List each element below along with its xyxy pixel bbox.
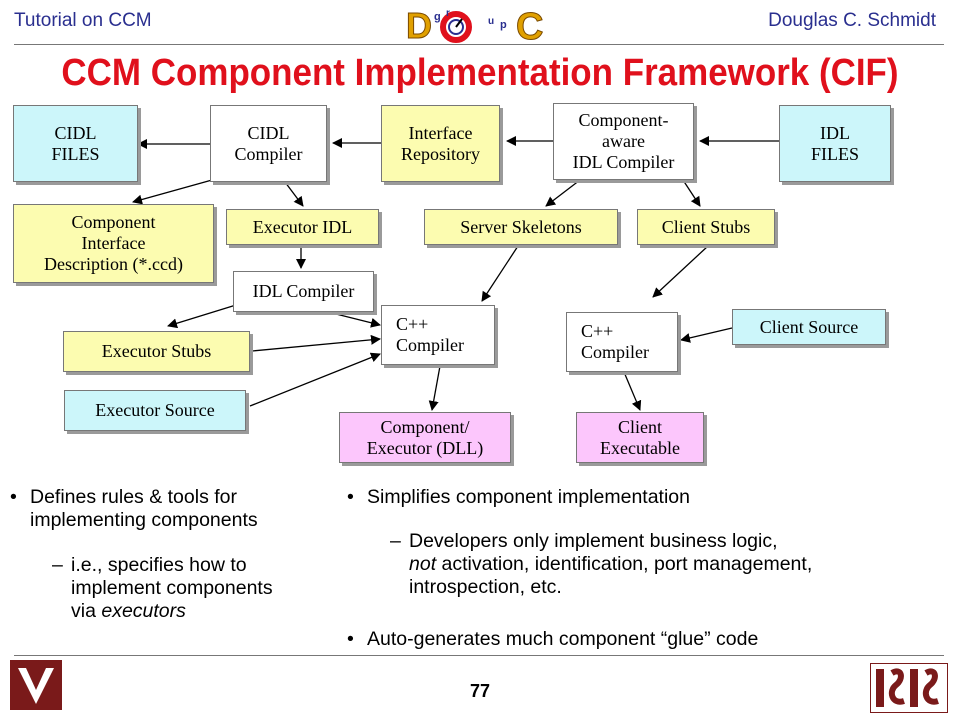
logo-letter-c: C — [516, 6, 543, 44]
bullet-text: Simplifies component implementation — [367, 486, 690, 508]
dash-mark: – — [390, 530, 401, 552]
logo-letter-p: p — [500, 19, 507, 31]
executor-stubs-box: Executor Stubs — [63, 331, 250, 372]
cidl-compiler-box: CIDL Compiler — [210, 105, 327, 182]
header-divider — [14, 44, 944, 45]
logo-letter-g: g — [434, 11, 441, 23]
subbullet-line-3: introspection, etc. — [409, 576, 562, 598]
isis-logo — [870, 663, 948, 713]
arrow-client-source-to-client-cpp-compiler — [680, 327, 733, 343]
subbullet-line-2: not activation, identification, port man… — [409, 553, 957, 576]
arrow-cidl-compiler-to-component-interface — [132, 179, 213, 205]
server-skeletons-box: Server Skeletons — [424, 209, 618, 245]
arrow-executor-stubs-to-cpp-compiler — [251, 334, 381, 352]
footer-divider — [14, 655, 944, 656]
bullet-text: Auto-generates much component “glue” cod… — [367, 628, 759, 650]
subbullet-specifies-how: – i.e., specifies how to implement compo… — [52, 554, 361, 623]
subbullet-line-1: Developers only implement business logic… — [409, 530, 778, 552]
client-stubs-box: Client Stubs — [637, 209, 775, 245]
dash-mark: – — [52, 554, 63, 576]
slide-title: CCM Component Implementation Framework (… — [61, 52, 899, 94]
subbullet-developers: – Developers only implement business log… — [390, 530, 957, 599]
arrow-client-stubs-to-client-cpp-compiler — [652, 245, 709, 298]
subbullet-line-2-rest: activation, identification, port managem… — [436, 553, 813, 575]
bullet-mark: • — [347, 628, 354, 650]
subbullet-line-2-emphasis: not — [409, 553, 437, 575]
subbullet-line-3-prefix: via — [71, 600, 102, 622]
logo-letter-d: D — [406, 6, 432, 44]
arrow-component-aware-to-server-skeletons — [545, 179, 581, 207]
arrow-cpp-compiler-to-component-dll — [428, 365, 441, 411]
subbullet-line-2: implement components — [71, 577, 273, 599]
subbullet-line-1: i.e., specifies how to — [71, 554, 247, 576]
bullet-defines-rules: • Defines rules & tools for implementing… — [10, 486, 330, 532]
client-executable-box: Client Executable — [576, 412, 704, 463]
idl-compiler-box: IDL Compiler — [233, 271, 374, 312]
idl-files-box: IDL FILES — [779, 105, 891, 182]
header-left-title: Tutorial on CCM — [14, 10, 152, 31]
executor-idl-box: Executor IDL — [226, 209, 379, 245]
logo-letter-r: r — [446, 8, 450, 19]
subbullet-line-3: via executors — [71, 600, 361, 623]
arrow-client-cpp-compiler-to-client-executable — [623, 371, 642, 411]
arrow-executor-source-to-cpp-compiler — [249, 352, 381, 407]
logo-letter-u: u — [488, 16, 494, 27]
arrow-cidl-compiler-to-executor-idl — [284, 181, 304, 207]
vanderbilt-logo — [10, 660, 62, 710]
arrow-idl-compiler-to-executor-stubs — [167, 304, 237, 329]
subbullet-line-3-emphasis: executors — [101, 600, 186, 622]
bullet-auto-generates: • Auto-generates much component “glue” c… — [347, 628, 947, 651]
page-number: 77 — [469, 681, 491, 701]
interface-repository-box: Interface Repository — [381, 105, 500, 182]
bullet-mark: • — [10, 486, 17, 508]
cidl-files-box: CIDL FILES — [13, 105, 138, 182]
cpp-compiler-server-box: C++ Compiler — [381, 305, 495, 365]
bullet-text: Defines rules & tools for implementing c… — [30, 486, 258, 531]
arrow-idl-compiler-to-cpp-compiler — [331, 312, 381, 328]
component-executor-dll-box: Component/ Executor (DLL) — [339, 412, 511, 463]
header-author: Douglas C. Schmidt — [768, 10, 936, 31]
bullet-simplifies: • Simplifies component implementation — [347, 486, 947, 509]
arrow-server-skeletons-to-cpp-compiler — [481, 245, 519, 302]
arrow-component-aware-to-client-stubs — [682, 179, 701, 207]
doc-group-logo: D g r u p C — [406, 6, 544, 44]
cpp-compiler-client-box: C++ Compiler — [566, 312, 678, 372]
client-source-box: Client Source — [732, 309, 886, 345]
component-interface-description-box: Component Interface Description (*.ccd) — [13, 204, 214, 283]
component-aware-idl-compiler-box: Component- aware IDL Compiler — [553, 103, 694, 180]
executor-source-box: Executor Source — [64, 390, 246, 431]
bullet-mark: • — [347, 486, 354, 508]
